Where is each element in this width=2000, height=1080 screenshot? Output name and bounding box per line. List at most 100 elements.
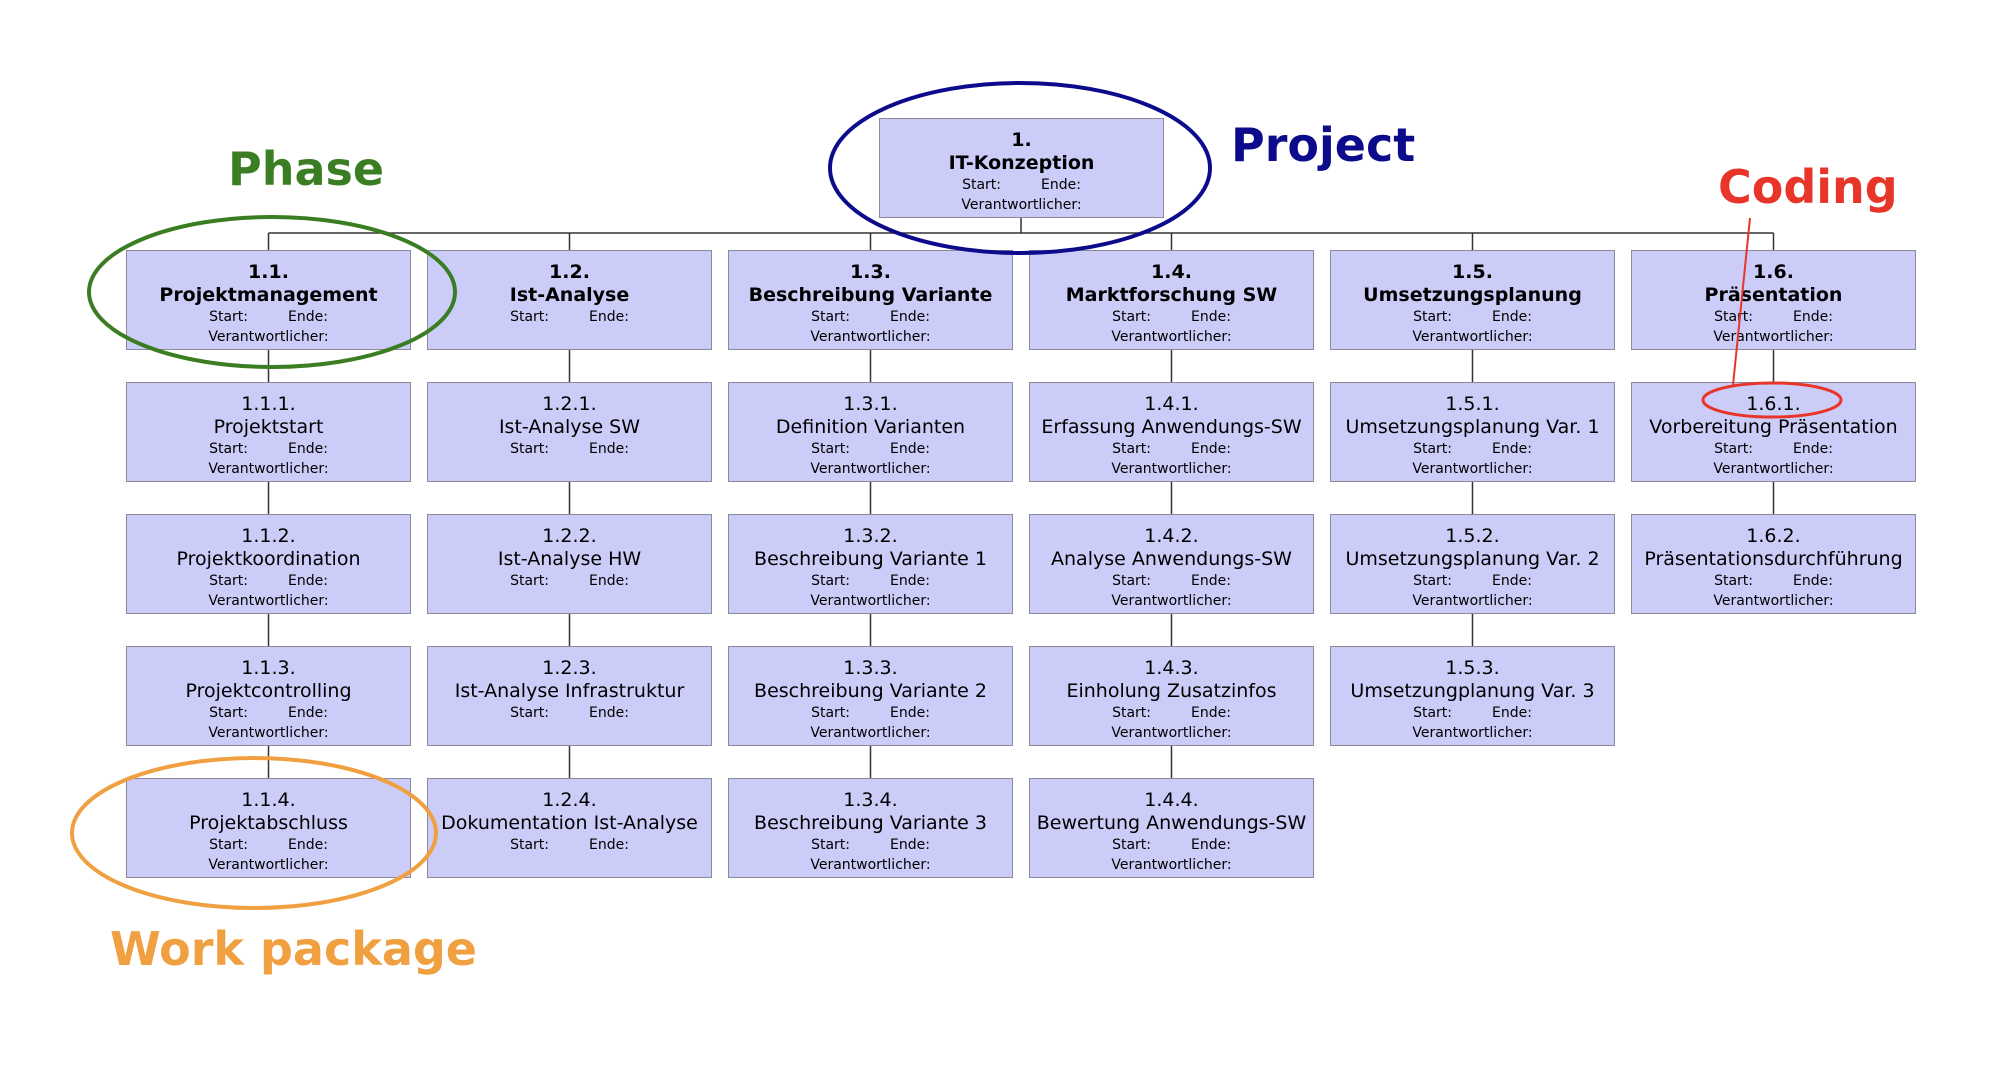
start-label: Start: bbox=[510, 837, 549, 853]
wbs-title: Definition Varianten bbox=[775, 416, 966, 438]
wbs-work-package-box[interactable]: 1.3.3. Beschreibung Variante 2 Start:End… bbox=[728, 646, 1013, 746]
end-label: Ende: bbox=[588, 705, 629, 721]
start-label: Start: bbox=[811, 705, 850, 721]
wbs-work-package-box[interactable]: 1.3.1. Definition Varianten Start: Ende: V… bbox=[728, 382, 1013, 482]
responsible-label: Verantwortlicher: bbox=[1111, 593, 1232, 609]
responsible-label: Verantwortlicher: bbox=[810, 461, 931, 477]
responsible-label: Verantwortlicher: bbox=[208, 725, 329, 741]
wbs-title: Ist-Analyse Infrastruktur bbox=[454, 680, 685, 702]
start-label: Start: bbox=[811, 837, 850, 853]
work-package-label: Work package bbox=[110, 922, 477, 976]
wbs-work-package-box[interactable]: 1.1.2. Projektkoordination Start:Ende:Ve… bbox=[126, 514, 411, 614]
wbs-title: Umsetzungsplanung Var. 1 bbox=[1345, 416, 1600, 438]
wbs-code: 1.4. bbox=[1151, 261, 1192, 283]
wbs-work-package-box[interactable]: 1.4.3. Einholung Zusatzinfos Start: Ende:… bbox=[1029, 646, 1314, 746]
start-label: Start: bbox=[1112, 837, 1151, 853]
end-label: Ende: bbox=[287, 837, 328, 853]
wbs-title: Beschreibung Variante 3 bbox=[754, 812, 987, 834]
wbs-code: 1.3.3. bbox=[843, 657, 898, 679]
end-label: Ende: bbox=[1190, 705, 1231, 721]
end-label: Ende: bbox=[889, 309, 930, 325]
wbs-work-package-box[interactable]: 1.5.3. Umsetzungplanung Var. 3 Start:End… bbox=[1330, 646, 1615, 746]
responsible-label: Verantwortlicher: bbox=[208, 461, 329, 477]
wbs-title: Projektmanagement bbox=[159, 284, 378, 306]
wbs-title: Projektkoordination bbox=[176, 548, 361, 570]
end-label: Ende: bbox=[1491, 705, 1532, 721]
responsible-label: Verantwortlicher: bbox=[1713, 329, 1834, 345]
wbs-work-package-box[interactable]: 1.2.2. Ist-Analyse HW Start:Ende: bbox=[427, 514, 712, 614]
start-label: Start: bbox=[1714, 441, 1753, 457]
wbs-phase-box[interactable]: 1.2. Ist-Analyse Start:Ende: bbox=[427, 250, 712, 350]
start-label: Start: bbox=[811, 309, 850, 325]
wbs-code: 1.1. bbox=[248, 261, 289, 283]
wbs-work-package-box[interactable]: 1.2.4. Dokumentation Ist-Analyse Start:E… bbox=[427, 778, 712, 878]
wbs-work-package-box[interactable]: 1.1.4. Projektabschluss Start:Ende:Veran… bbox=[126, 778, 411, 878]
wbs-code: 1.2.3. bbox=[542, 657, 597, 679]
end-label: Ende: bbox=[1792, 309, 1833, 325]
responsible-label: Verantwortlicher: bbox=[1111, 329, 1232, 345]
wbs-code: 1.2.1. bbox=[542, 393, 597, 415]
wbs-phase-box[interactable]: 1.5. Umsetzungsplanung Start:Ende:Verant… bbox=[1330, 250, 1615, 350]
start-label: Start: bbox=[510, 705, 549, 721]
wbs-code: 1.3. bbox=[850, 261, 891, 283]
wbs-title: Einholung Zusatzinfos bbox=[1066, 680, 1277, 702]
wbs-work-package-box[interactable]: 1.1.3. Projektcontrolling Start:Ende:Ver… bbox=[126, 646, 411, 746]
wbs-code: 1.3.1. bbox=[843, 393, 898, 415]
wbs-title: Projektabschluss bbox=[189, 812, 348, 834]
wbs-title: Analyse Anwendungs-SW bbox=[1051, 548, 1292, 570]
wbs-code: 1.4.3. bbox=[1144, 657, 1199, 679]
wbs-work-package-box[interactable]: 1.4.4. Bewertung Anwendungs-SW Start:End… bbox=[1029, 778, 1314, 878]
end-label: Ende: bbox=[889, 441, 930, 457]
wbs-title: Dokumentation Ist-Analyse bbox=[441, 812, 698, 834]
responsible-label: Verantwortlicher: bbox=[961, 197, 1082, 213]
wbs-code: 1.5.1. bbox=[1445, 393, 1500, 415]
start-label: Start: bbox=[209, 441, 248, 457]
wbs-code: 1.5.3. bbox=[1445, 657, 1500, 679]
coding-label: Coding bbox=[1718, 160, 1898, 214]
wbs-code: 1.4.2. bbox=[1144, 525, 1199, 547]
start-label: Start: bbox=[811, 441, 850, 457]
wbs-project-box[interactable]: 1. IT-Konzeption Start:Ende:Verantwortli… bbox=[879, 118, 1164, 218]
wbs-work-package-box[interactable]: 1.6.2. Präsentationsdurchführung Start:E… bbox=[1631, 514, 1916, 614]
wbs-work-package-box[interactable]: 1.3.2. Beschreibung Variante 1 Start:End… bbox=[728, 514, 1013, 614]
wbs-title: Bewertung Anwendungs-SW bbox=[1036, 812, 1307, 834]
wbs-phase-box[interactable]: 1.1. Projektmanagement Start:Ende:Verant… bbox=[126, 250, 411, 350]
wbs-title: Beschreibung Variante 2 bbox=[754, 680, 987, 702]
wbs-work-package-box[interactable]: 1.5.1. Umsetzungsplanung Var. 1 Start:En… bbox=[1330, 382, 1615, 482]
wbs-phase-box[interactable]: 1.3. Beschreibung Variante Start:Ende:Ve… bbox=[728, 250, 1013, 350]
wbs-work-package-box[interactable]: 1.6.1. Vorbereitung Präsentation Start:E… bbox=[1631, 382, 1916, 482]
end-label: Ende: bbox=[287, 441, 328, 457]
start-label: Start: bbox=[209, 705, 248, 721]
start-label: Start: bbox=[1714, 573, 1753, 589]
wbs-work-package-box[interactable]: 1.2.1. Ist-Analyse SW Start:Ende: bbox=[427, 382, 712, 482]
responsible-label: Verantwortlicher: bbox=[1713, 461, 1834, 477]
wbs-code: 1.2.2. bbox=[542, 525, 597, 547]
start-label: Start: bbox=[1714, 309, 1753, 325]
wbs-work-package-box[interactable]: 1.1.1. Projektstart Start:Ende:Verantwor… bbox=[126, 382, 411, 482]
wbs-work-package-box[interactable]: 1.4.2. Analyse Anwendungs-SW Start:Ende:… bbox=[1029, 514, 1314, 614]
wbs-work-package-box[interactable]: 1.2.3. Ist-Analyse Infrastruktur Start: E… bbox=[427, 646, 712, 746]
end-label: Ende: bbox=[588, 441, 629, 457]
wbs-code: 1.5.2. bbox=[1445, 525, 1500, 547]
wbs-title: Umsetzungsplanung Var. 2 bbox=[1345, 548, 1600, 570]
end-label: Ende: bbox=[588, 573, 629, 589]
wbs-phase-box[interactable]: 1.4. Marktforschung SW Start:Ende:Verant… bbox=[1029, 250, 1314, 350]
wbs-title: Erfassung Anwendungs-SW bbox=[1041, 416, 1302, 438]
end-label: Ende: bbox=[1491, 309, 1532, 325]
wbs-phase-box[interactable]: 1.6. Präsentation Start:Ende:Verantwortl… bbox=[1631, 250, 1916, 350]
responsible-label: Verantwortlicher: bbox=[1412, 329, 1533, 345]
wbs-title: Marktforschung SW bbox=[1065, 284, 1278, 306]
responsible-label: Verantwortlicher: bbox=[1111, 725, 1232, 741]
responsible-label: Verantwortlicher: bbox=[810, 725, 931, 741]
wbs-code: 1.3.2. bbox=[843, 525, 898, 547]
wbs-title: Ist-Analyse bbox=[509, 284, 630, 306]
wbs-code: 1.3.4. bbox=[843, 789, 898, 811]
wbs-work-package-box[interactable]: 1.3.4. Beschreibung Variante 3 Start:End… bbox=[728, 778, 1013, 878]
start-label: Start: bbox=[1112, 705, 1151, 721]
wbs-work-package-box[interactable]: 1.4.1. Erfassung Anwendungs-SW Start:End… bbox=[1029, 382, 1314, 482]
wbs-title: Präsentationsdurchführung bbox=[1644, 548, 1903, 570]
responsible-label: Verantwortlicher: bbox=[208, 593, 329, 609]
wbs-code: 1. bbox=[1011, 129, 1032, 151]
wbs-work-package-box[interactable]: 1.5.2. Umsetzungsplanung Var. 2 Start:En… bbox=[1330, 514, 1615, 614]
